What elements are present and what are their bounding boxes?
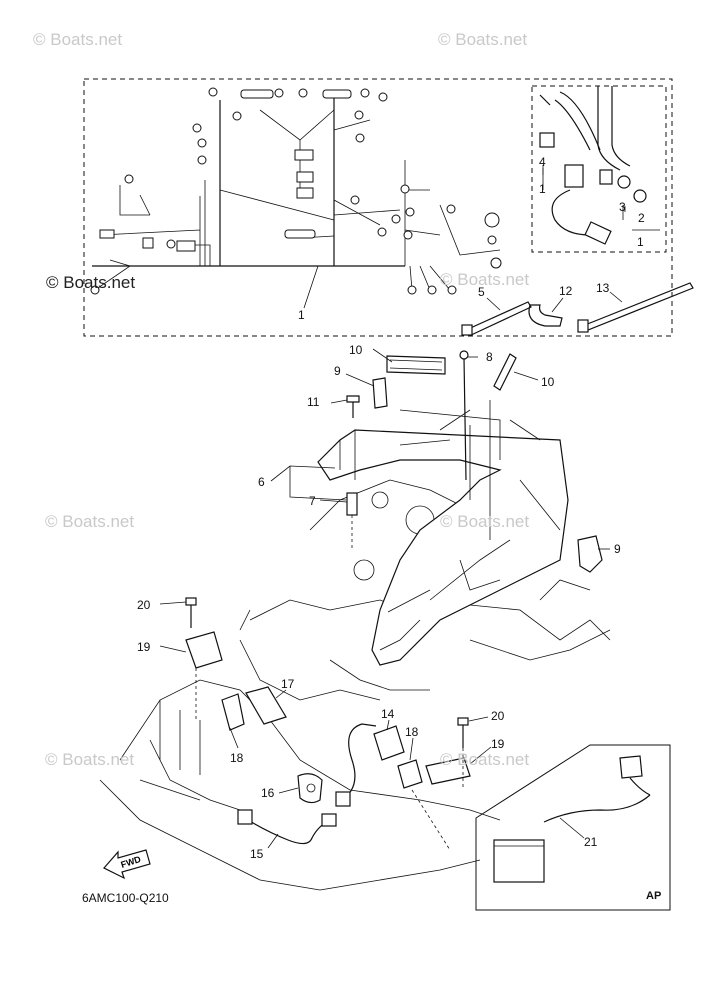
battery: [493, 839, 545, 883]
part-8-rod: [463, 357, 467, 481]
callout-14: 14: [381, 707, 395, 721]
ap-label: AP: [646, 890, 662, 902]
callout-19-right: 19: [491, 737, 505, 751]
callout-21: 21: [584, 835, 598, 849]
wire-harness-trunk: [92, 90, 405, 267]
callout-3: 3: [619, 200, 626, 214]
fwd-arrow: FWD: [103, 849, 151, 880]
part-11-screw: [346, 395, 360, 418]
part-19-bracket-left: [185, 631, 223, 669]
harness-dashed-frame: [83, 78, 673, 337]
callout-12: 12: [559, 284, 573, 298]
part-18-rubber-mid: [397, 759, 423, 789]
lower-cowling-outline: [99, 679, 501, 891]
part-17-grommet: [245, 686, 287, 725]
part-16-grommet: [297, 773, 323, 804]
callout-5: 5: [478, 285, 485, 299]
callout-10-right: 10: [541, 375, 555, 389]
callout-7: 7: [309, 494, 316, 508]
callout-leaders: [159, 168, 626, 849]
callout-17: 17: [281, 677, 295, 691]
part-18-rubber-left: [221, 693, 245, 731]
callout-18-mid: 18: [405, 725, 419, 739]
part-10-right: [493, 353, 517, 391]
watermark: © Boats.net: [440, 512, 530, 531]
watermark: © Boats.net: [438, 30, 528, 49]
part-7-collar: [346, 492, 358, 516]
tie-and-clamp-parts: [461, 282, 694, 337]
callout-15: 15: [250, 847, 264, 861]
watermark: © Boats.net: [33, 30, 123, 49]
part-20-bolt-right: [457, 717, 469, 748]
watermark: © Boats.net: [440, 270, 530, 289]
part-15-lead-wire: [237, 723, 377, 845]
callout-8: 8: [486, 350, 493, 364]
part-14-connector: [373, 725, 405, 761]
wire-branches: [219, 109, 501, 291]
callout-4: 4: [539, 155, 546, 169]
diagram-code: 6AMC100-Q210: [82, 891, 169, 905]
watermark: © Boats.net: [46, 273, 136, 292]
callout-11: 11: [307, 395, 320, 409]
wire-left-branches: [94, 180, 211, 291]
callout-1-main: 1: [298, 308, 305, 322]
part-9-clip-right: [577, 535, 603, 573]
part-9-clip-top: [372, 377, 388, 409]
callout-1-small: 1: [539, 182, 546, 196]
callout-9-right: 9: [614, 542, 621, 556]
ap-inset: [475, 744, 671, 911]
callout-18-left: 18: [230, 751, 244, 765]
callout-9-top: 9: [334, 364, 341, 378]
callout-19-left: 19: [137, 640, 151, 654]
harness-panel: [83, 78, 694, 337]
electrical-bracket: [317, 400, 569, 666]
inset-sub-harness: [539, 86, 660, 245]
callout-16: 16: [261, 786, 275, 800]
callout-10-top: 10: [349, 343, 363, 357]
watermark: © Boats.net: [45, 750, 135, 769]
part-10-top: [386, 355, 446, 375]
callout-6: 6: [258, 475, 265, 489]
callout-1-inset: 1: [637, 235, 644, 249]
part-20-bolt-left: [185, 597, 197, 628]
callout-2: 2: [638, 211, 645, 225]
callout-13: 13: [596, 281, 610, 295]
part-19-bracket-right: [425, 757, 471, 785]
callout-numbers: 1 1 2 3 4 1 5 12 13 10 8 9 10 11 6 7 9 2…: [137, 155, 645, 861]
callout-20-left: 20: [137, 598, 151, 612]
harness-connectors: [90, 87, 502, 295]
watermark: © Boats.net: [440, 750, 530, 769]
inset-dashed-frame: [531, 85, 667, 253]
callout-20-right: 20: [491, 709, 505, 723]
part-21-lead: [543, 794, 651, 823]
watermark: © Boats.net: [45, 512, 135, 531]
